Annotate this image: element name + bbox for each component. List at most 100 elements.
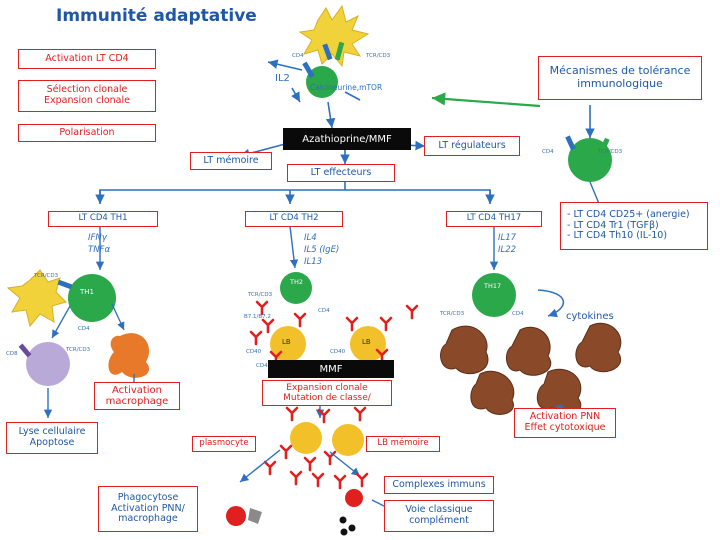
th17-cell-label: TH17 (484, 282, 502, 290)
th2-cytokine-3: IL13 (304, 257, 323, 267)
il2-label: IL2 (275, 73, 290, 84)
th1-cell-label: TH1 (80, 288, 94, 296)
th1-cytokine-2: TNFα (88, 245, 111, 255)
cd4-label-treg: CD4 (542, 149, 554, 155)
neutrophil-cluster (440, 322, 622, 415)
t-cell-top (306, 66, 338, 98)
voie-line-2: complément (409, 515, 469, 526)
box-complexes-label: Complexes immuns (392, 478, 486, 490)
macrophage-line-2: macrophage (105, 396, 169, 407)
box-th1-label: LT CD4 TH1 (78, 213, 128, 224)
box-selection-clonale: Sélection clonale Expansion clonale (18, 80, 156, 112)
tolerance-line-2: immunologique (577, 77, 663, 90)
cd40-label-2: CD40 (330, 349, 346, 355)
expansion-line-2: Mutation de classe/ (283, 393, 371, 403)
cd4-label-top: CD4 (292, 53, 304, 59)
box-azathioprine: Azathioprine/MMF (283, 128, 411, 150)
cd4-label-th2: CD4 (318, 308, 330, 314)
cd8-label: CD8 (6, 351, 18, 357)
box-th2: LT CD4 TH2 (245, 211, 343, 227)
phagocytose-line-2: Activation PNN/ (111, 502, 185, 514)
box-voie-classique: Voie classique complément (384, 500, 494, 532)
dendritic-cell-top (298, 4, 370, 68)
lyse-line-2: Apoptose (29, 437, 75, 448)
dendritic-cell-left (6, 269, 67, 328)
th2-cell (280, 272, 312, 304)
box-expansion-clonale: Expansion clonale Mutation de classe/ (262, 380, 392, 406)
box-lt-memoire-label: LT mémoire (203, 154, 259, 166)
box-activation-cd4-label: Activation LT CD4 (45, 52, 129, 64)
box-plasmocyte-label: plasmocyte (199, 438, 249, 449)
box-lt-effecteurs-label: LT effecteurs (310, 166, 372, 178)
expansion-line-1: Expansion clonale (286, 382, 368, 393)
box-lt-memoire: LT mémoire (190, 152, 272, 170)
lb-label-right: LB (362, 338, 371, 346)
phagocytose-line-3: macrophage (118, 513, 178, 525)
box-activation-cd4: Activation LT CD4 (18, 49, 156, 69)
th17-cytokine-2: IL22 (498, 245, 517, 255)
cd8-lymphocyte (26, 342, 70, 386)
lyse-line-1: Lyse cellulaire (18, 426, 86, 438)
box-lb-memoire-label: LB mémoire (377, 438, 429, 449)
plasmocyte-cell (290, 422, 322, 454)
box-plasmocyte: plasmocyte (192, 436, 256, 452)
box-th17: LT CD4 TH17 (446, 211, 542, 227)
th2-cytokine-2: IL5 (IgE) (304, 245, 340, 255)
box-azathioprine-label: Azathioprine/MMF (302, 133, 392, 145)
box-th1: LT CD4 TH1 (48, 211, 158, 227)
box-lt-effecteurs: LT effecteurs (287, 164, 395, 182)
tcr-label-th1: TCR/CD3 (34, 273, 59, 279)
th17-cytokine-1: IL17 (498, 233, 517, 243)
b7-label: B7.1/B7.2 (244, 314, 271, 320)
box-activation-macrophage: Activation macrophage (94, 382, 180, 410)
th2-cytokine-1: IL4 (304, 233, 317, 243)
tcr-label-th17: TCR/CD3 (440, 311, 465, 317)
cd40-label-1: CD40 (246, 349, 262, 355)
box-tolerance: Mécanismes de tolérance immunologique (538, 56, 702, 100)
box-activation-pnn: Activation PNN Effet cytotoxique (514, 408, 616, 438)
macrophage-left (108, 333, 150, 378)
lb-label-left: LB (282, 338, 291, 346)
b-cell-right (350, 326, 386, 362)
th17-cell (472, 273, 516, 317)
box-lb-memoire: LB mémoire (366, 436, 440, 452)
cd40-label-3: CD40 (256, 363, 272, 369)
pnn-line-1: Activation PNN (529, 411, 601, 423)
cytokines-label: cytokines (566, 311, 614, 322)
minus-sign: - (484, 94, 490, 110)
box-th2-label: LT CD4 TH2 (269, 213, 319, 224)
th2-cell-label: TH2 (290, 278, 303, 286)
treg-item-2: - LT CD4 Tr1 (TGFβ) (567, 219, 659, 231)
tcr-label-th2: TCR/CD3 (248, 292, 273, 298)
box-lt-regulateurs: LT régulateurs (424, 136, 520, 156)
macrophage-line-1: Activation (111, 384, 163, 396)
calcineurine-label: Calcineurine,mTOR (310, 83, 383, 92)
box-mmf: MMF (268, 360, 394, 378)
box-lyse-cellulaire: Lyse cellulaire Apoptose (6, 422, 98, 454)
voie-line-1: Voie classique (405, 504, 473, 516)
box-mmf-label: MMF (319, 363, 343, 375)
pnn-line-2: Effet cytotoxique (524, 422, 606, 433)
tcr-label-top: TCR/CD3 (366, 53, 391, 59)
lb-memoire-cell (332, 424, 364, 456)
tolerance-line-1: Mécanismes de tolérance (549, 64, 691, 78)
box-th17-label: LT CD4 TH17 (466, 213, 522, 224)
th1-cell (68, 274, 116, 322)
tcr-label-left: TCR/CD3 (66, 347, 91, 353)
cd4-label-left: CD4 (78, 326, 90, 332)
selection-line-1: Sélection clonale (46, 84, 128, 96)
page-title: Immunité adaptative (56, 6, 257, 26)
tcr-label-treg: TCR/CD3 (598, 149, 623, 155)
treg-item-1: - LT CD4 CD25+ (anergie) (567, 208, 690, 220)
box-lt-regulateurs-label: LT régulateurs (438, 139, 506, 151)
phagocytose-line-1: Phagocytose (117, 491, 179, 503)
selection-line-2: Expansion clonale (44, 95, 130, 106)
box-treg-list: - LT CD4 CD25+ (anergie) - LT CD4 Tr1 (T… (560, 202, 708, 250)
treg-item-3: - LT CD4 Th10 (IL-10) (567, 230, 668, 242)
box-polarisation: Polarisation (18, 124, 156, 142)
box-phagocytose: Phagocytose Activation PNN/ macrophage (98, 486, 198, 532)
box-polarisation-label: Polarisation (59, 126, 115, 138)
cd4-label-th17: CD4 (512, 311, 524, 317)
phagocyte-cell (226, 506, 246, 526)
